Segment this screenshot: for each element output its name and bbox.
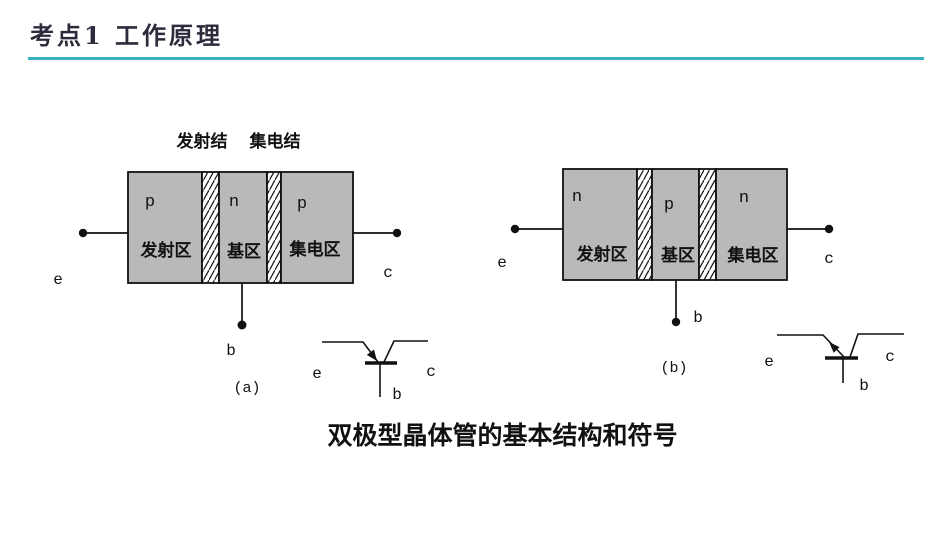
region-name: 基区 [660, 245, 695, 265]
page-title: 考点1 工作原理 [30, 21, 224, 50]
region-name: 集电区 [727, 245, 779, 265]
doping-label: p [145, 193, 155, 212]
symbol-collector-lead [383, 340, 428, 363]
emitter-region-a [127, 171, 203, 284]
collector-junction-hatch-b [698, 168, 717, 281]
diagram-a: 发射结 集电结 p n p 发射区 基区 集电区 e c b [53, 131, 436, 404]
diagram-a-sublabel: (a) [233, 380, 260, 397]
pnp-symbol: e c b [312, 340, 436, 404]
region-name: 基区 [226, 241, 261, 261]
npn-symbol: e c b [764, 333, 904, 395]
collector-junction-label: 集电结 [249, 131, 301, 151]
structure-b [562, 168, 788, 281]
doping-label: n [572, 188, 582, 207]
emitter-terminal-dot-b [510, 224, 520, 234]
emitter-arrow-icon [366, 349, 377, 361]
diagram-b-sublabel: (b) [660, 360, 687, 377]
emitter-junction-label: 发射结 [176, 131, 228, 151]
terminal-label-b: b [693, 309, 703, 327]
emitter-junction-hatch-a [201, 171, 220, 284]
symbol-collector-lead [849, 333, 904, 358]
symbol-label-c: c [885, 348, 895, 366]
base-region-b [651, 168, 700, 281]
symbol-label-b: b [859, 377, 869, 395]
region-name: 发射区 [576, 244, 628, 264]
collector-terminal-dot-b [824, 224, 834, 234]
base-terminal-dot-b [671, 317, 681, 327]
terminal-label-c: c [383, 264, 393, 282]
symbol-label-e: e [312, 365, 322, 383]
emitter-terminal-dot-a [78, 228, 88, 238]
symbol-emitter-lead [322, 341, 379, 363]
emitter-arrow-icon [829, 342, 840, 353]
terminal-label-b: b [226, 342, 236, 360]
collector-terminal-dot-a [392, 228, 402, 238]
doping-label: p [664, 196, 674, 215]
collector-region-a [280, 171, 354, 284]
doping-label: n [229, 193, 239, 212]
base-region-a [218, 171, 268, 284]
collector-junction-hatch-a [266, 171, 282, 284]
terminal-label-e: e [497, 254, 507, 272]
symbol-label-e: e [764, 353, 774, 371]
terminal-label-e: e [53, 271, 63, 289]
structure-a [127, 171, 354, 284]
header-divider [28, 57, 924, 60]
figure-caption: 双极型晶体管的基本结构和符号 [327, 422, 678, 450]
terminal-label-c: c [824, 250, 834, 268]
region-name: 发射区 [140, 240, 192, 260]
symbol-label-c: c [426, 363, 436, 381]
region-name: 集电区 [289, 239, 341, 259]
emitter-junction-hatch-b [636, 168, 653, 281]
diagram-b: n p n 发射区 基区 集电区 e c b (b) e [497, 168, 904, 395]
symbol-label-b: b [392, 386, 402, 404]
emitter-region-b [562, 168, 638, 281]
base-terminal-dot-a [237, 320, 247, 330]
collector-region-b [715, 168, 788, 281]
doping-label: n [739, 189, 749, 208]
doping-label: p [297, 195, 307, 214]
symbol-emitter-lead [777, 334, 845, 358]
